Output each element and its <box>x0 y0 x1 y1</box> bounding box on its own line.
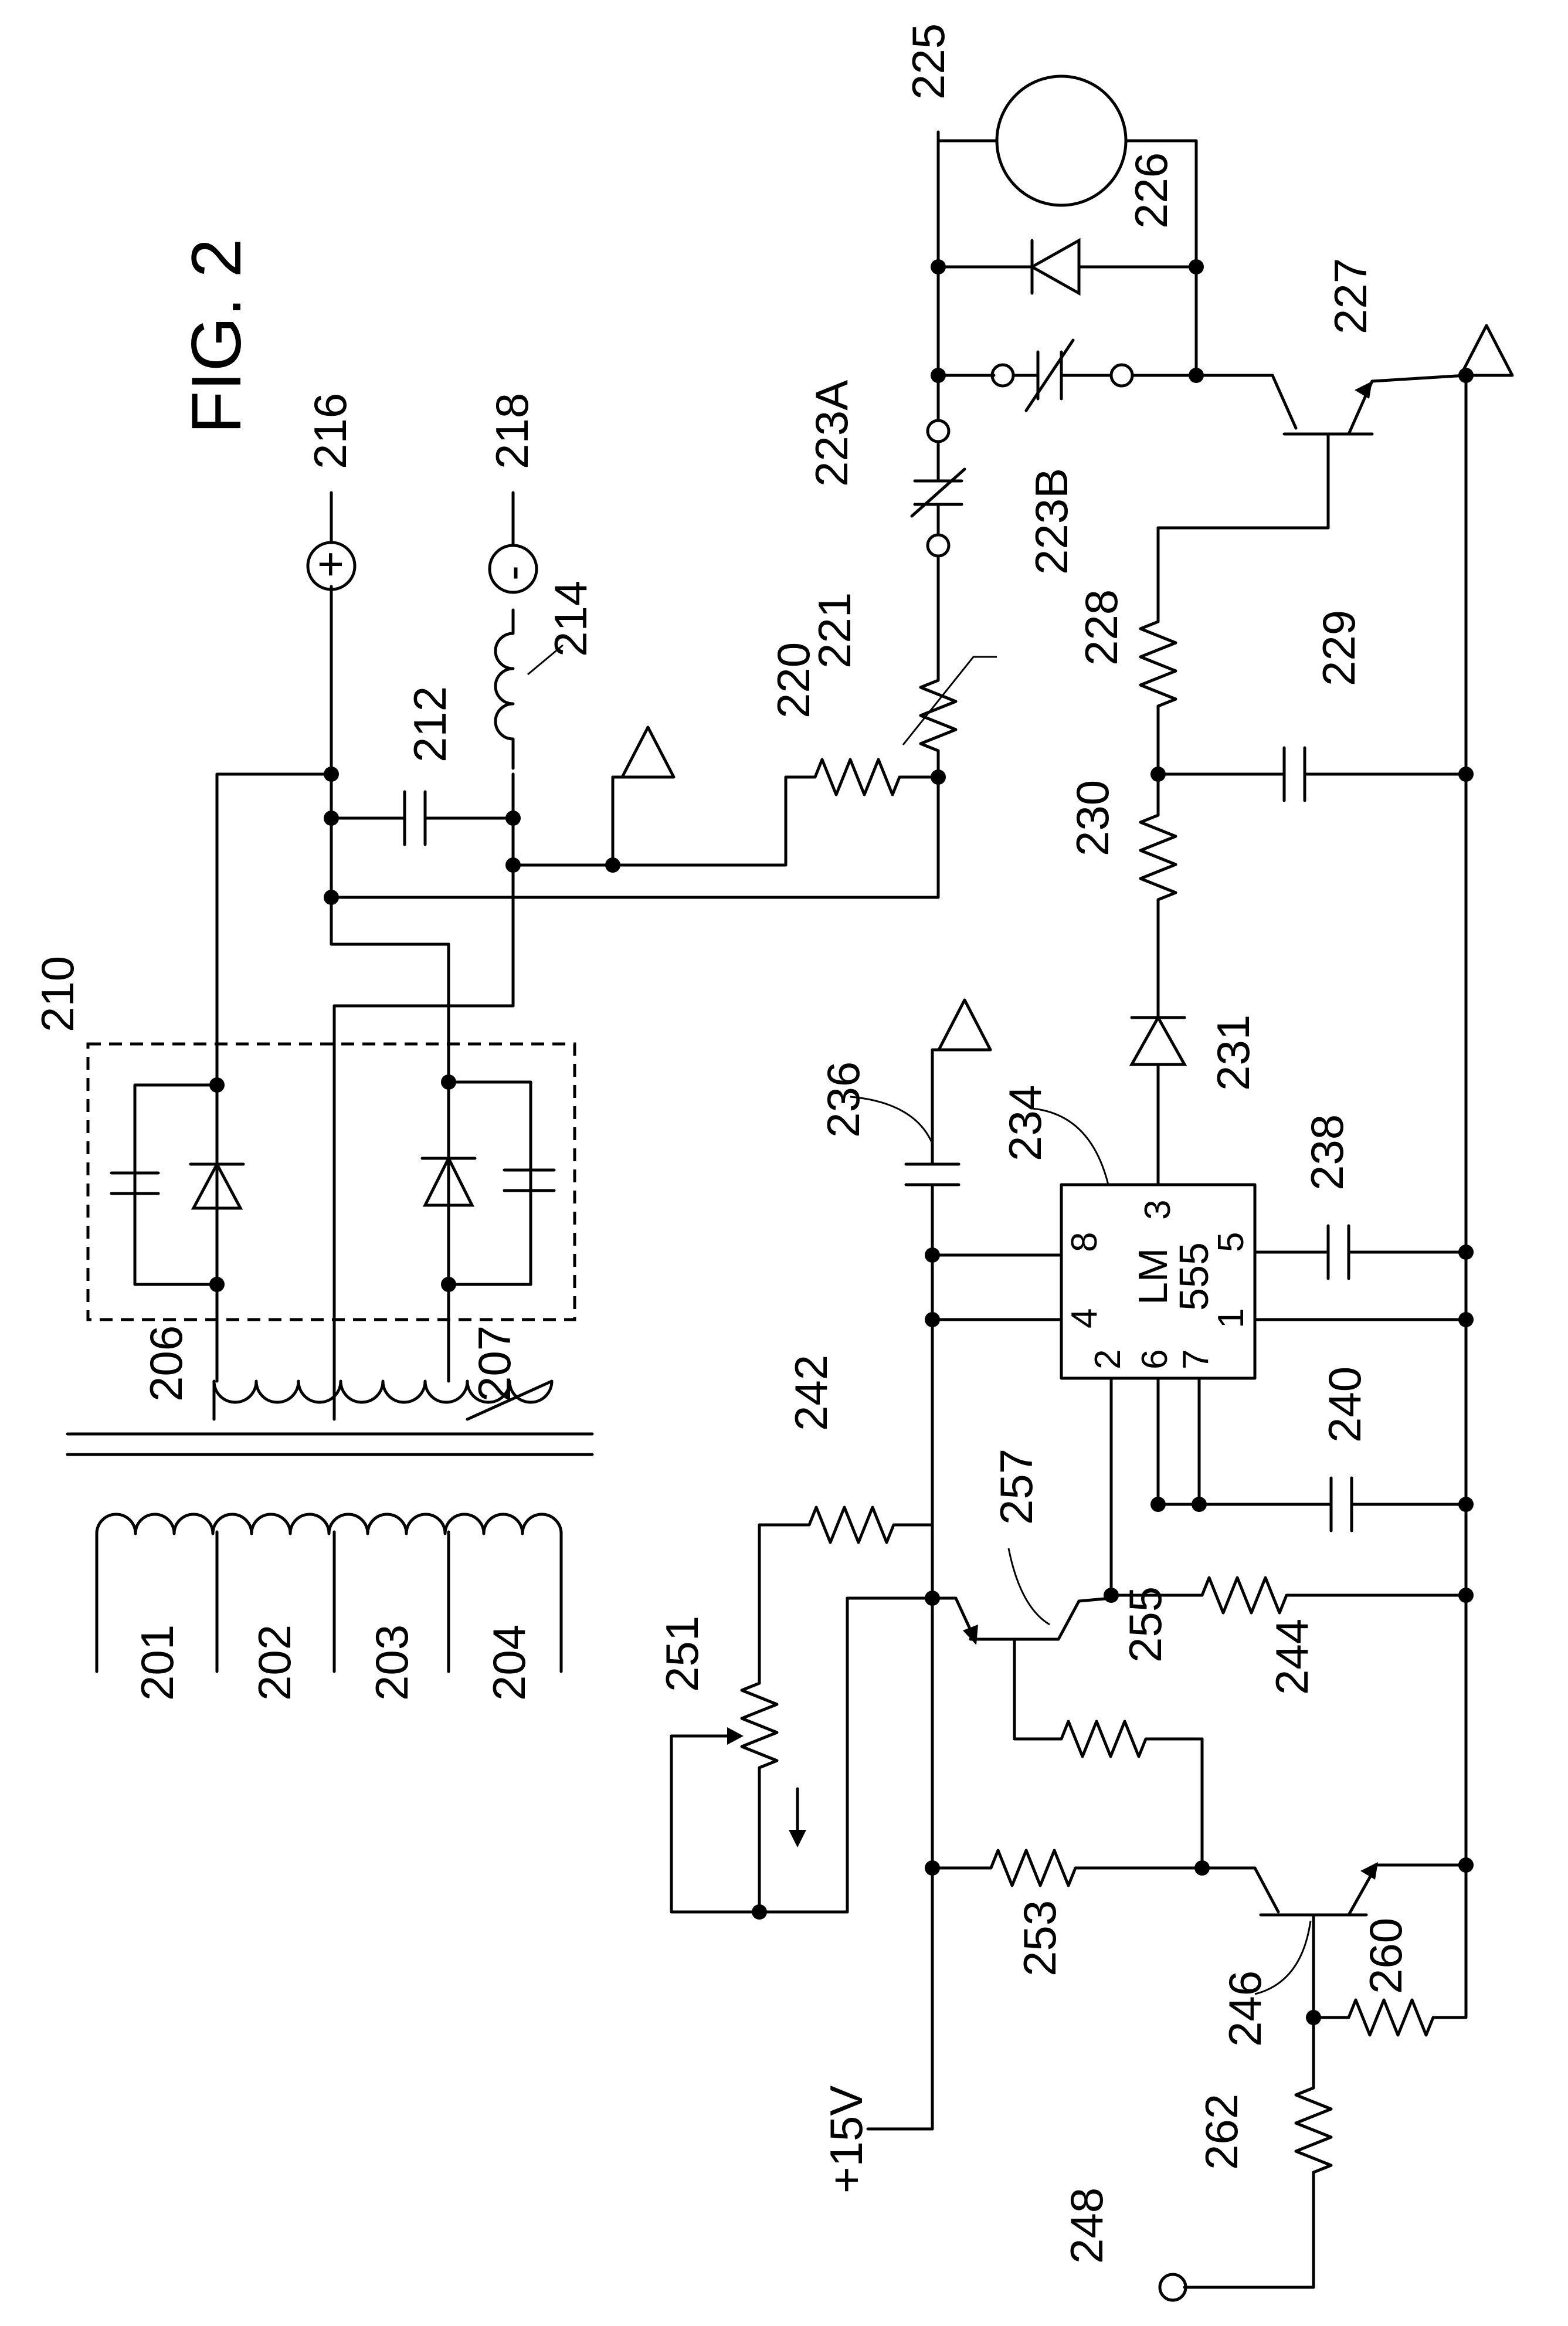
positive-terminal-sign: + <box>304 551 356 578</box>
thermistor-arrow <box>902 656 997 745</box>
resistor-260 <box>1312 1998 1468 2037</box>
label-251: 251 <box>656 1616 708 1692</box>
potentiometer-251 <box>740 1658 779 1914</box>
pin-4: 4 <box>1064 1308 1105 1328</box>
label-223a: 223A <box>806 380 857 487</box>
label-supply: +15V <box>820 2086 872 2193</box>
pin-5: 5 <box>1211 1232 1251 1252</box>
label-257: 257 <box>990 1449 1042 1525</box>
resistor-230 <box>1139 772 1177 911</box>
rectifier-diode-left <box>110 1080 245 1383</box>
secondary-winding <box>212 1379 554 1421</box>
label-227: 227 <box>1325 258 1376 334</box>
resistor-253 <box>931 1849 1204 1887</box>
label-242: 242 <box>785 1355 837 1431</box>
resistor-244 <box>1109 1576 1468 1615</box>
label-238: 238 <box>1301 1114 1353 1191</box>
figure-title: FIG. 2 <box>177 239 256 434</box>
contact-223a-terminal <box>926 533 951 558</box>
motor-225 <box>995 74 1128 207</box>
label-204: 204 <box>483 1625 535 1701</box>
label-203: 203 <box>366 1625 418 1701</box>
label-201: 201 <box>131 1625 183 1701</box>
label-230: 230 <box>1067 780 1118 856</box>
label-240: 240 <box>1319 1367 1370 1443</box>
capacitor-212 <box>330 790 515 846</box>
label-226: 226 <box>1125 152 1177 229</box>
label-210: 210 <box>32 956 83 1032</box>
label-262: 262 <box>1196 2094 1247 2170</box>
pin-7: 7 <box>1176 1350 1216 1369</box>
label-248: 248 <box>1061 2188 1112 2264</box>
label-218: 218 <box>486 393 538 469</box>
label-202: 202 <box>249 1625 300 1701</box>
label-231: 231 <box>1207 1015 1259 1091</box>
label-236: 236 <box>817 1062 869 1138</box>
chip-name-line2: 555 <box>1171 1242 1217 1311</box>
label-207: 207 <box>469 1325 520 1402</box>
label-246: 246 <box>1219 1971 1271 2047</box>
primary-winding <box>95 1513 563 1538</box>
resistor-220 <box>784 758 940 796</box>
thermistor-221 <box>919 626 958 779</box>
inductor-214 <box>494 608 515 770</box>
label-255: 255 <box>1119 1586 1171 1663</box>
pin-6: 6 <box>1135 1350 1175 1369</box>
resistor-255 <box>1013 1720 1204 1758</box>
label-220: 220 <box>768 642 819 718</box>
pin-1: 1 <box>1211 1308 1251 1328</box>
label-212: 212 <box>404 686 456 762</box>
contact-223a-terminal <box>926 419 951 443</box>
transformer <box>66 1379 594 1673</box>
label-228: 228 <box>1075 589 1127 666</box>
label-229: 229 <box>1313 610 1365 686</box>
label-221: 221 <box>809 592 860 669</box>
resistor-228 <box>1139 526 1177 776</box>
input-terminal-248 <box>1158 2273 1187 2302</box>
label-253: 253 <box>1014 1900 1065 1976</box>
resistor-242 <box>796 1506 934 1544</box>
pin-8: 8 <box>1064 1232 1105 1252</box>
chip-name-line1: LM <box>1130 1248 1176 1305</box>
pin-2: 2 <box>1088 1350 1128 1369</box>
resistor-262 <box>1294 2016 1333 2225</box>
label-223b: 223B <box>1026 468 1077 575</box>
pin-3: 3 <box>1138 1200 1178 1220</box>
rectifier-block-210 <box>86 1042 576 1321</box>
label-214: 214 <box>545 581 596 657</box>
label-260: 260 <box>1360 1918 1411 1994</box>
label-216: 216 <box>304 393 356 469</box>
label-225: 225 <box>902 23 954 100</box>
label-234: 234 <box>999 1085 1051 1161</box>
label-244: 244 <box>1266 1619 1318 1695</box>
label-206: 206 <box>140 1325 192 1402</box>
rectifier-diode-right <box>420 942 556 1383</box>
negative-terminal-sign: - <box>486 565 538 581</box>
